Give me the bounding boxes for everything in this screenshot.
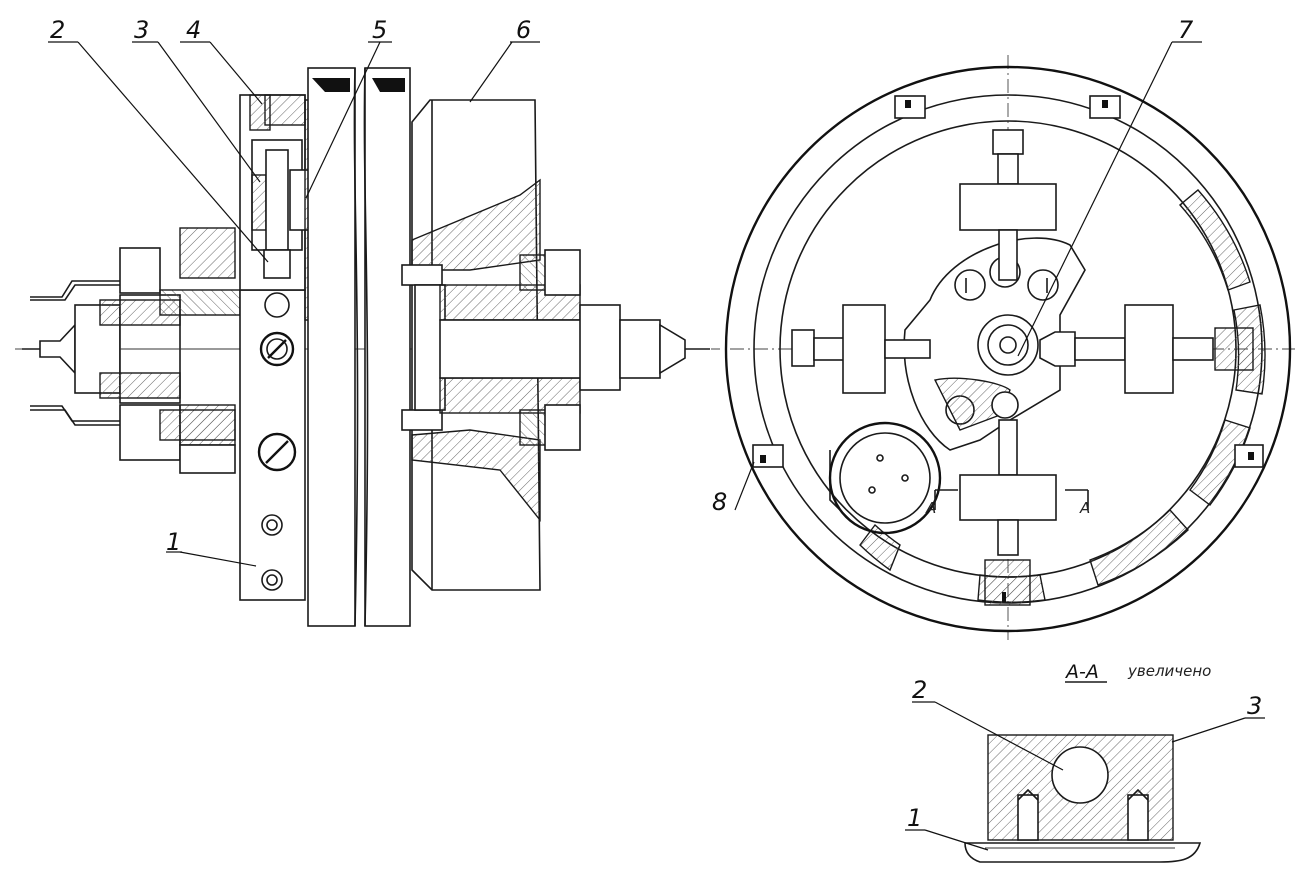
- label-6: 6: [516, 16, 531, 44]
- label-7: 7: [1178, 16, 1194, 44]
- label-3: 3: [134, 16, 149, 44]
- front-view: [724, 55, 1295, 640]
- label-2: 2: [50, 16, 65, 44]
- label-8: 8: [712, 488, 727, 516]
- section-marker-right: A: [1079, 499, 1090, 517]
- section-label-3: 3: [1247, 692, 1262, 720]
- leader-lines: [48, 41, 1265, 851]
- section-title-note: увеличено: [1127, 662, 1211, 680]
- label-5: 5: [372, 16, 387, 44]
- section-title-code: A-A: [1064, 661, 1099, 683]
- section-label-2: 2: [912, 676, 927, 704]
- section-aa-view: [964, 681, 1202, 863]
- section-label-1: 1: [907, 804, 922, 832]
- side-section-view: [15, 67, 720, 627]
- label-1: 1: [166, 528, 181, 556]
- section-marker-left: A: [925, 499, 936, 517]
- label-4: 4: [186, 16, 201, 44]
